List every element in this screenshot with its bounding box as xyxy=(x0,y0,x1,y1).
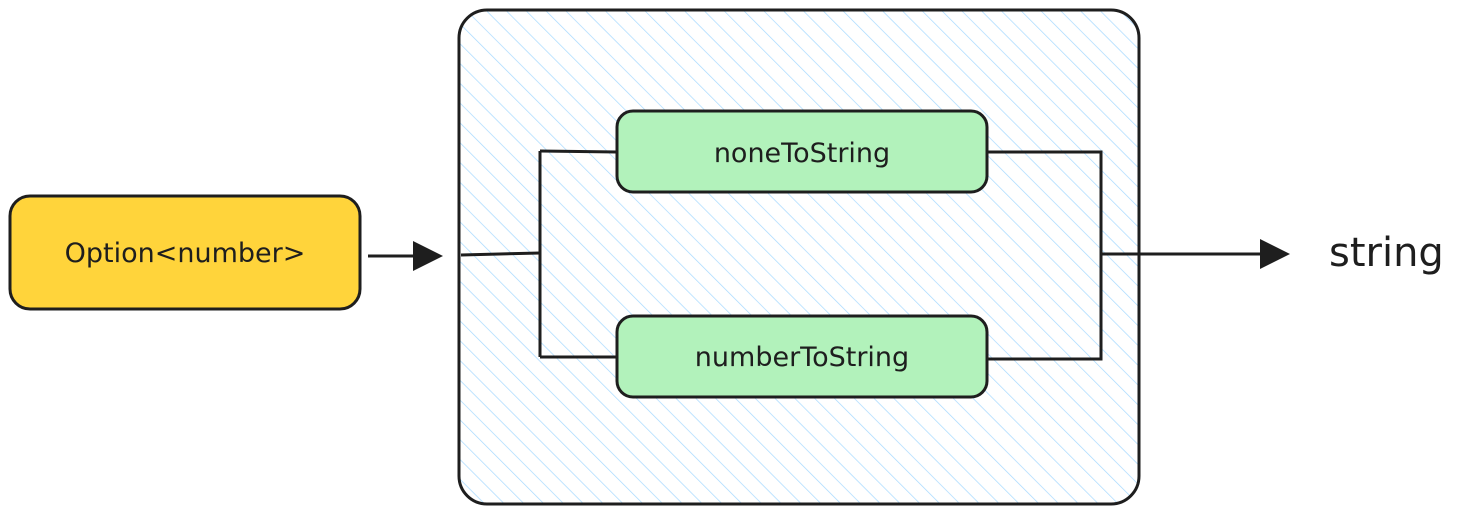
branch-none-to-string-label: noneToString xyxy=(714,138,890,169)
branch-none-to-string[interactable]: noneToString xyxy=(615,109,989,194)
branch-number-to-string[interactable]: numberToString xyxy=(615,314,989,399)
split-connector xyxy=(460,149,618,359)
branch-number-to-string-label: numberToString xyxy=(695,342,909,373)
output-label: string xyxy=(1329,230,1444,276)
input-node[interactable]: Option<number> xyxy=(8,194,362,311)
input-node-label: Option<number> xyxy=(65,238,306,269)
match-container xyxy=(457,8,1141,506)
